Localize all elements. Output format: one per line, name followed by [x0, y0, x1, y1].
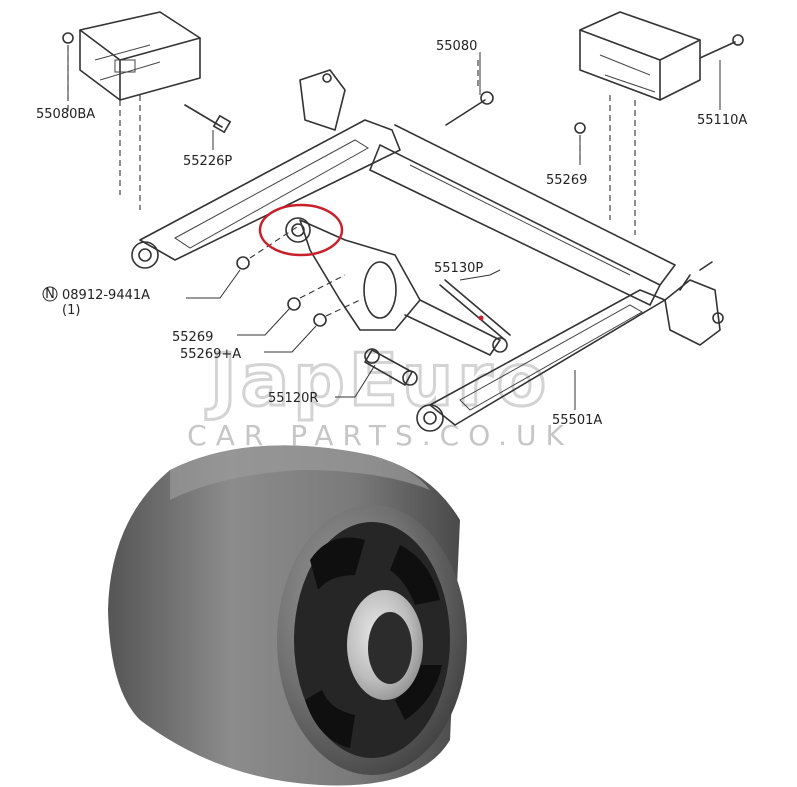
- fasteners: [62, 32, 744, 327]
- watermark-brand: JapEuro: [205, 338, 550, 422]
- label-55130P: 55130P: [434, 261, 483, 276]
- cross-beam: [369, 124, 676, 306]
- label-55269A: 55269+A: [180, 347, 241, 362]
- lateral-link: [364, 348, 418, 386]
- label-55269-mid: 55269: [172, 330, 213, 345]
- bushing-photo: [108, 445, 467, 786]
- nut-08912: [236, 256, 250, 270]
- bolt-55080: [445, 60, 494, 126]
- label-55080: 55080: [436, 39, 477, 54]
- label-55110A: 55110A: [697, 113, 747, 128]
- leader-lines: [67, 45, 721, 410]
- bushing-bore: [368, 612, 412, 684]
- highlighted-bushing: [258, 203, 344, 257]
- label-55080BA: 55080BA: [36, 107, 95, 122]
- label-55226P: 55226P: [183, 154, 232, 169]
- left-trailing-arm: [131, 69, 401, 269]
- nut-55269-mid: [287, 297, 301, 311]
- link-rod: [439, 279, 511, 353]
- label-08912-code: 08912-9441A: [62, 288, 150, 303]
- right-trailing-arm: [416, 261, 724, 432]
- right-body-rail: [579, 11, 701, 235]
- label-08912-qty: (1): [62, 303, 80, 318]
- label-55501A: 55501A: [552, 413, 602, 428]
- label-55120R: 55120R: [268, 391, 318, 406]
- nut-55269A: [313, 313, 327, 327]
- bolt-55110A: [699, 34, 744, 59]
- bolt-55226P: [184, 104, 231, 133]
- part-labels: 55080BA 55226P 55080 55110A 55269 N 0891…: [36, 39, 747, 428]
- label-55269-top: 55269: [546, 173, 587, 188]
- center-member: [299, 219, 501, 356]
- left-body-rail: [79, 11, 201, 210]
- watermark: JapEuro CAR PARTS.CO.UK: [187, 337, 573, 453]
- watermark-sub: CAR PARTS.CO.UK: [187, 419, 573, 452]
- highlight-circle: [258, 203, 344, 257]
- label-08912: N 08912-9441A (1): [42, 286, 150, 318]
- label-08912-marker: N: [45, 287, 55, 302]
